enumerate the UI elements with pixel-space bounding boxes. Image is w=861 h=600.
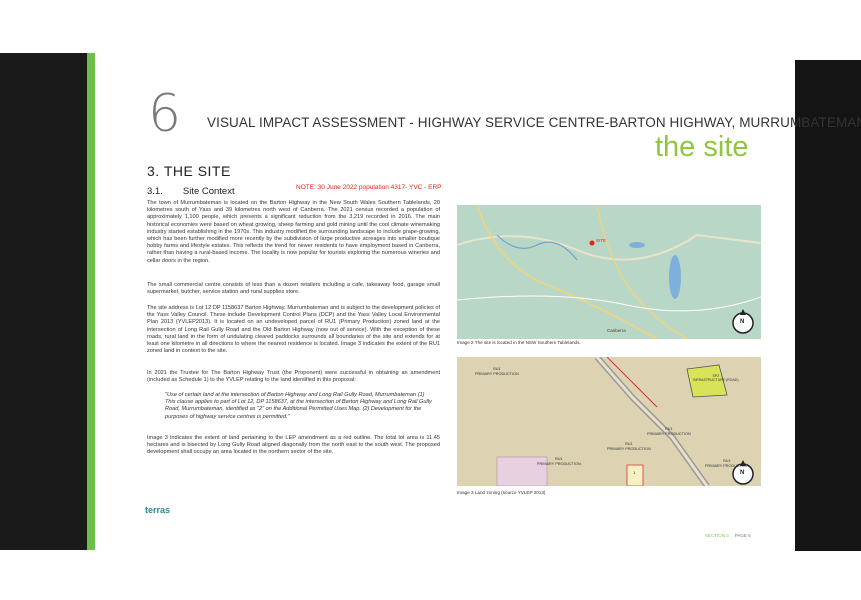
zoning-map-graphic: [457, 357, 761, 486]
chapter-number: 6: [148, 84, 182, 144]
zone-code: RU1: [723, 459, 731, 463]
image-3-caption: Image 3 Land zoning (source YVLEP 2013): [457, 490, 546, 495]
scan-border-left: [0, 53, 87, 550]
zone-code: RU1: [493, 367, 501, 371]
zone-name: PRIMARY PRODUCTION: [537, 461, 581, 466]
site-zone-marker: 1: [633, 470, 636, 475]
location-map: SITE Canberra N: [457, 205, 761, 339]
report-title: VISUAL IMPACT ASSESSMENT - HIGHWAY SERVI…: [207, 115, 861, 130]
zone-name: INFRASTRUCTURE (ROAD): [693, 378, 739, 383]
zone-code: RU1: [665, 427, 673, 431]
zone-name: PRIMARY PRODUCTION: [475, 371, 519, 376]
page-footer: SECTION 3 PAGE 6: [705, 533, 751, 538]
paragraph-3: The site address is Lot 12 DP 1158637 Ba…: [147, 305, 440, 355]
paragraph-2: The small commercial centre consists of …: [147, 282, 440, 296]
zone-code: SP2: [712, 374, 720, 378]
paragraph-1: The town of Murrumbateman is located on …: [147, 200, 440, 264]
section-heading: 3. THE SITE: [147, 163, 231, 179]
north-arrow: N: [740, 319, 745, 325]
zone-name: PRIMARY PRODUCTION: [647, 431, 691, 436]
accent-green-strip: [87, 53, 95, 550]
footer-section: SECTION 3: [705, 533, 729, 538]
paragraph-5: Image 3 indicates the extent of land per…: [147, 435, 440, 456]
town-label: Canberra: [607, 328, 626, 333]
scan-border-right: [795, 60, 861, 551]
site-marker-label: SITE: [596, 238, 607, 243]
image-2-caption: Image 2 The site is located in the NSW S…: [457, 340, 581, 345]
lep-clause-quote: "Use of certain land at the intersection…: [165, 392, 432, 420]
zone-name: PRIMARY PRODUCTION: [705, 463, 749, 468]
subsection-heading: 3.1. Site Context: [147, 186, 235, 197]
zone-name: PRIMARY PRODUCTION: [607, 446, 651, 451]
annotation-note: NOTE: 30 June 2022 population 4317- YVC …: [296, 184, 442, 191]
section-tag: the site: [655, 131, 749, 163]
zone-code: RU1: [555, 457, 563, 461]
location-map-graphic: [457, 205, 761, 339]
paragraph-4: In 2021 the Trustee for The Barton Highw…: [147, 370, 440, 384]
subsection-number: 3.1.: [147, 186, 163, 197]
terras-logo: terras: [145, 505, 171, 515]
page-number: PAGE 6: [734, 533, 751, 538]
subsection-title: Site Context: [182, 186, 235, 197]
zone-code: RU1: [625, 442, 633, 446]
north-arrow: N: [740, 470, 745, 476]
